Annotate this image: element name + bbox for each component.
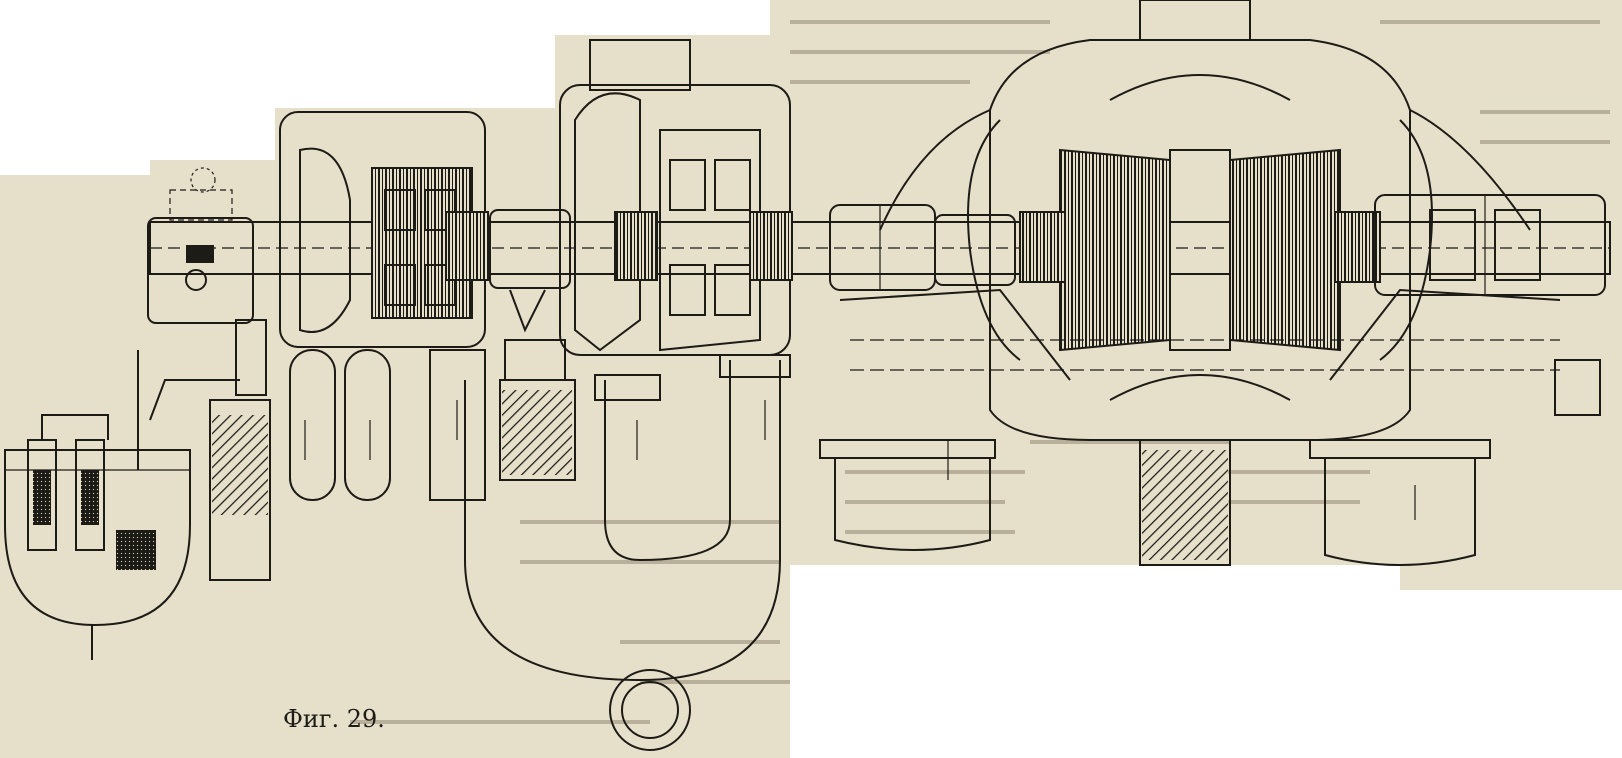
right-bearing: [1374, 194, 1606, 416]
gear-box: [147, 167, 271, 581]
u-bend-pipe: [464, 354, 791, 751]
figure-caption: Фиг. 29.: [283, 705, 385, 733]
exhaust-pipes: [819, 439, 1491, 566]
high-pressure-compressor: [559, 39, 793, 460]
coupling: [829, 204, 1016, 291]
intermediate-bearing: [445, 209, 576, 481]
background-text-lines: [350, 20, 1610, 724]
double-flow-turbine: [839, 0, 1561, 441]
oil-tank: [4, 350, 240, 660]
